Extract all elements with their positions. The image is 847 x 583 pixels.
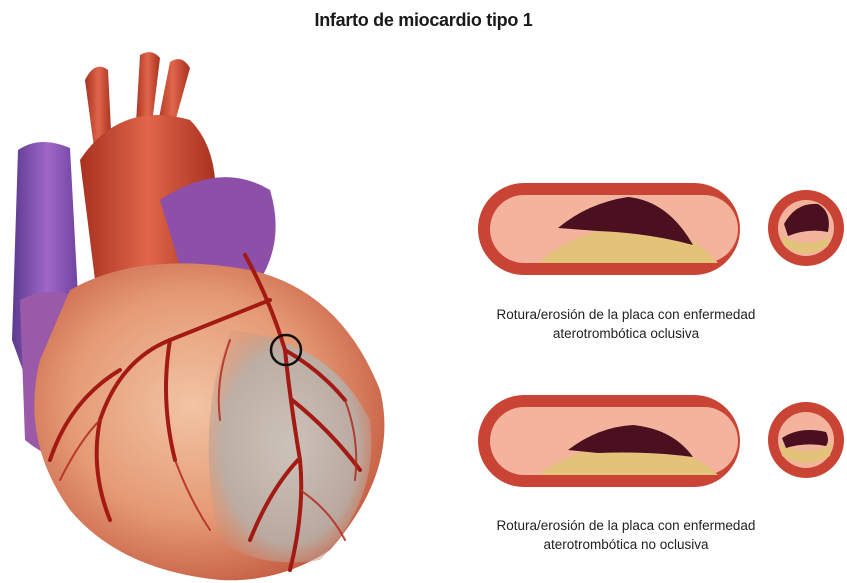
artery-cross-section-occlusive	[766, 188, 846, 268]
caption-line: aterotrombótica no oclusiva	[456, 535, 796, 554]
caption-non-occlusive: Rotura/erosión de la placa con enfermeda…	[456, 516, 796, 554]
artery-longitudinal-non-occlusive	[478, 395, 740, 487]
caption-line: Rotura/erosión de la placa con enfermeda…	[456, 305, 796, 324]
artery-cross-section-non-occlusive	[766, 400, 846, 480]
heart-illustration	[0, 40, 440, 583]
artery-longitudinal-occlusive	[478, 183, 740, 275]
figure-title: Infarto de miocardio tipo 1	[0, 10, 847, 31]
caption-line: Rotura/erosión de la placa con enfermeda…	[456, 516, 796, 535]
caption-occlusive: Rotura/erosión de la placa con enfermeda…	[456, 305, 796, 343]
caption-line: aterotrombótica oclusiva	[456, 324, 796, 343]
